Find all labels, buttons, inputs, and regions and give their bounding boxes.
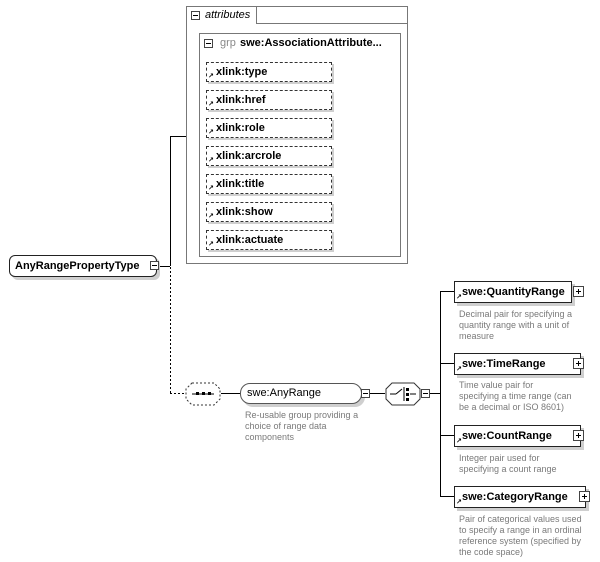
arrow-icon: ↗ <box>208 73 214 80</box>
attribute-xlink-show[interactable]: ↗xlink:show <box>206 202 332 222</box>
element-label: swe:CategoryRange <box>462 491 568 503</box>
group-prefix: grp <box>220 37 236 49</box>
arrow-icon: ↗ <box>208 157 214 164</box>
element-time-range[interactable]: ↗ swe:TimeRange <box>454 353 581 375</box>
attribute-label: xlink:role <box>216 122 265 134</box>
attribute-xlink-href[interactable]: ↗xlink:href <box>206 90 332 110</box>
attribute-xlink-role[interactable]: ↗xlink:role <box>206 118 332 138</box>
attribute-label: xlink:type <box>216 66 268 78</box>
any-range-label: swe:AnyRange <box>247 387 321 399</box>
attribute-label: xlink:arcrole <box>216 150 282 162</box>
attribute-label: xlink:href <box>216 94 266 106</box>
arrow-icon: ↗ <box>456 294 462 301</box>
root-element-box[interactable]: AnyRangePropertyType <box>9 255 157 277</box>
attribute-label: xlink:show <box>216 206 273 218</box>
attributes-tab[interactable]: attributes <box>186 6 257 24</box>
category-range-expand-icon[interactable] <box>579 491 590 502</box>
arrow-icon: ↗ <box>208 213 214 220</box>
count-range-description: Integer pair used for specifying a count… <box>459 453 557 474</box>
choice-collapse-icon[interactable] <box>421 389 430 398</box>
quantity-range-expand-icon[interactable] <box>573 286 584 297</box>
arrow-icon: ↗ <box>208 185 214 192</box>
attribute-label: xlink:title <box>216 178 265 190</box>
arrow-icon: ↗ <box>456 438 462 445</box>
group-name[interactable]: swe:AssociationAttribute... <box>240 37 382 49</box>
arrow-icon: ↗ <box>456 366 462 373</box>
time-range-expand-icon[interactable] <box>573 358 584 369</box>
group-collapse-icon[interactable] <box>204 39 213 48</box>
element-label: swe:QuantityRange <box>462 286 565 298</box>
attributes-title: attributes <box>205 9 251 21</box>
time-range-description: Time value pair for specifying a time ra… <box>459 380 572 412</box>
any-range-group-box[interactable]: swe:AnyRange <box>240 383 362 404</box>
category-range-description: Pair of categorical values used to speci… <box>459 514 582 557</box>
element-quantity-range[interactable]: ↗ swe:QuantityRange <box>454 281 572 303</box>
root-collapse-icon[interactable] <box>150 261 159 270</box>
element-category-range[interactable]: ↗ swe:CategoryRange <box>454 486 586 508</box>
arrow-icon: ↗ <box>456 499 462 506</box>
element-label: swe:TimeRange <box>462 358 546 370</box>
attribute-xlink-title[interactable]: ↗xlink:title <box>206 174 332 194</box>
attribute-xlink-actuate[interactable]: ↗xlink:actuate <box>206 230 332 250</box>
element-count-range[interactable]: ↗ swe:CountRange <box>454 425 581 447</box>
arrow-icon: ↗ <box>208 129 214 136</box>
count-range-expand-icon[interactable] <box>573 430 584 441</box>
attribute-label: xlink:actuate <box>216 234 284 246</box>
choice-compositor-icon[interactable] <box>384 381 424 407</box>
attributes-collapse-icon[interactable] <box>191 11 200 20</box>
any-range-collapse-icon[interactable] <box>361 389 370 398</box>
sequence-compositor-icon[interactable] <box>184 381 224 407</box>
arrow-icon: ↗ <box>208 241 214 248</box>
element-label: swe:CountRange <box>462 430 552 442</box>
quantity-range-description: Decimal pair for specifying a quantity r… <box>459 309 573 341</box>
arrow-icon: ↗ <box>208 101 214 108</box>
attribute-xlink-type[interactable]: ↗xlink:type <box>206 62 332 82</box>
attributes-tab-divider <box>257 23 408 24</box>
any-range-description: Re-usable group providing a choice of ra… <box>245 410 359 442</box>
attribute-xlink-arcrole[interactable]: ↗xlink:arcrole <box>206 146 332 166</box>
root-element-label: AnyRangePropertyType <box>15 260 140 272</box>
